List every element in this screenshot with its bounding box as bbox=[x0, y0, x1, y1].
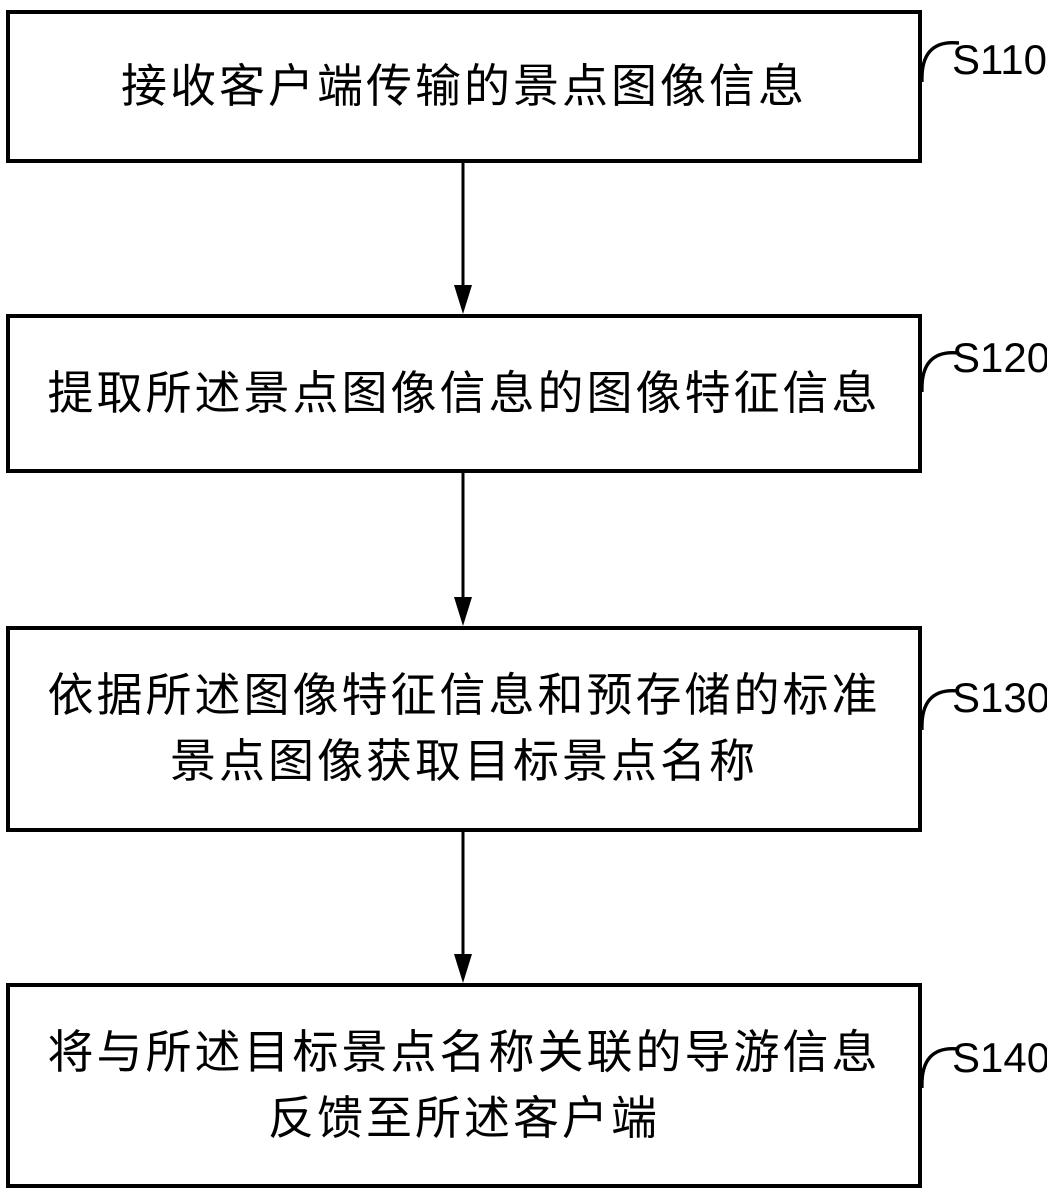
step-s110-text: 接收客户端传输的景点图像信息 bbox=[121, 60, 807, 112]
step-s140-text-line2: 反馈至所述客户端 bbox=[268, 1092, 660, 1144]
step-box-s130: 依据所述图像特征信息和预存储的标准 景点图像获取目标景点名称 bbox=[6, 626, 922, 832]
step-box-s120: 提取所述景点图像信息的图像特征信息 bbox=[6, 314, 922, 473]
flow-arrow-down-icon bbox=[454, 832, 472, 983]
step-box-s140: 将与所述目标景点名称关联的导游信息 反馈至所述客户端 bbox=[6, 983, 922, 1188]
step-s130-text-line1: 依据所述图像特征信息和预存储的标准 bbox=[47, 670, 881, 721]
label-hook-curve-icon bbox=[920, 350, 959, 392]
label-hook-curve-icon bbox=[920, 688, 959, 730]
step-s120-text: 提取所述景点图像信息的图像特征信息 bbox=[47, 367, 881, 419]
step-label-s120: S120 bbox=[952, 334, 1047, 381]
step-s140-text-line1: 将与所述目标景点名称关联的导游信息 bbox=[47, 1026, 881, 1078]
step-label-s110: S110 bbox=[952, 36, 1047, 83]
flow-arrow-down-icon bbox=[454, 163, 472, 314]
step-box-s110: 接收客户端传输的景点图像信息 bbox=[6, 10, 922, 163]
label-hook-curve-icon bbox=[920, 1046, 959, 1088]
label-hook-curve-icon bbox=[920, 40, 959, 82]
step-label-s140: S140 bbox=[952, 1034, 1047, 1081]
flow-arrow-down-icon bbox=[454, 473, 472, 626]
step-s130-text-line2: 景点图像获取目标景点名称 bbox=[170, 736, 758, 787]
step-label-s130: S130 bbox=[952, 674, 1047, 721]
